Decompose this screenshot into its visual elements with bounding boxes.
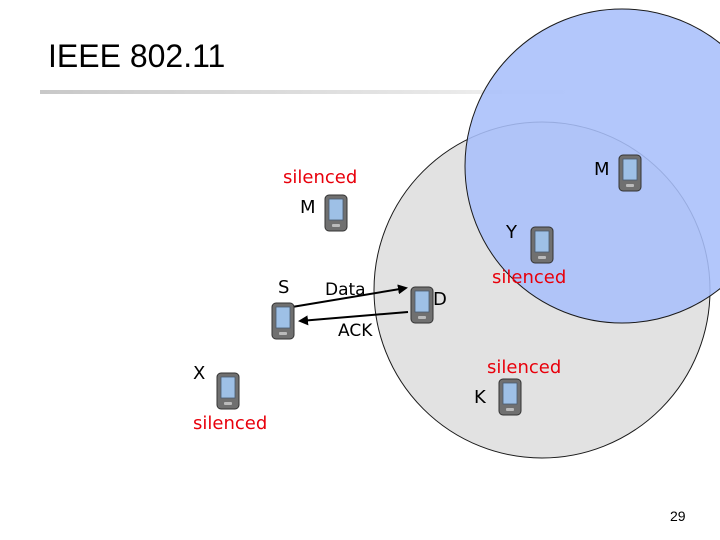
- node-label-k: K: [474, 387, 486, 408]
- pda-icon-y: [530, 226, 554, 264]
- status-label-k: silenced: [487, 357, 562, 378]
- node-label-x: X: [193, 363, 206, 384]
- pda-icon-d: [410, 286, 434, 324]
- data-link-label: Data: [325, 280, 366, 300]
- ack-link-label: ACK: [338, 321, 373, 341]
- status-label-m-middle: silenced: [283, 167, 358, 188]
- pda-icon-m-middle: [324, 194, 348, 232]
- node-label-m-top: M: [594, 159, 610, 180]
- node-label-m-middle: M: [300, 197, 316, 218]
- pda-icon-k: [498, 378, 522, 416]
- slide-title: IEEE 802.11: [48, 38, 226, 74]
- pda-icon-s: [271, 302, 295, 340]
- title-divider: [40, 90, 620, 94]
- node-label-y: Y: [506, 222, 517, 243]
- pda-icon-m-top: [618, 154, 642, 192]
- pda-icon-x: [216, 372, 240, 410]
- node-label-d: D: [433, 289, 447, 310]
- ack-arrow: [298, 311, 409, 326]
- status-label-y: silenced: [492, 267, 567, 288]
- status-label-x: silenced: [193, 413, 268, 434]
- m-range-circle: [464, 8, 720, 324]
- node-label-s: S: [278, 277, 290, 298]
- page-number: 29: [670, 508, 686, 524]
- data-arrow: [291, 284, 408, 308]
